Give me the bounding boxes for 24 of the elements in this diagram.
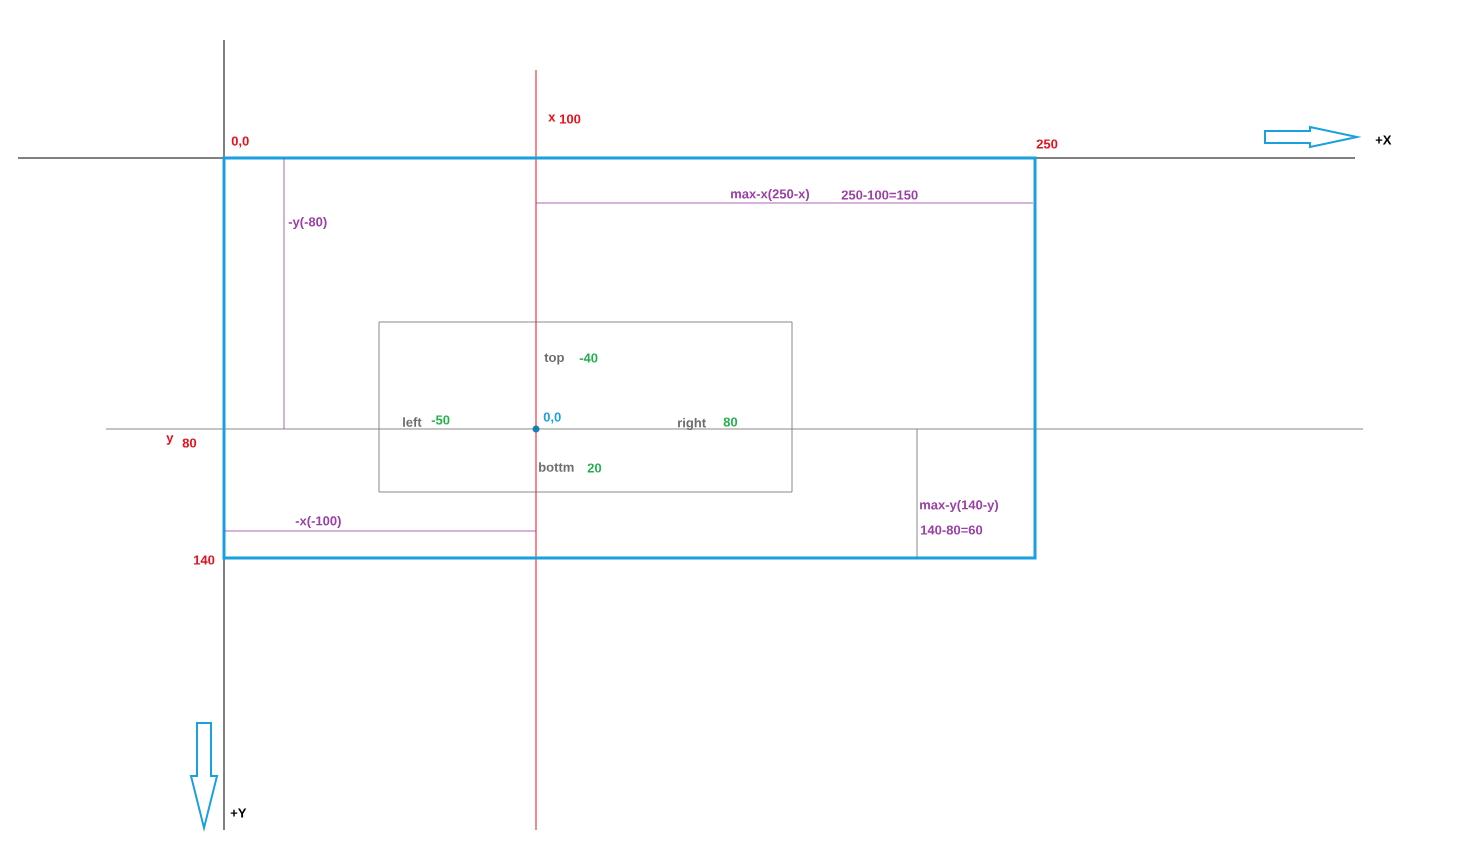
- axis-label: y: [166, 435, 174, 445]
- dimension-label: max-y(140-y): [920, 499, 999, 513]
- axis-label: +X: [1375, 135, 1392, 145]
- axis-label: +Y: [230, 808, 247, 818]
- edge-name-label: top: [544, 353, 564, 365]
- coordinate-label: 80: [182, 438, 197, 448]
- value-label: -40: [579, 353, 598, 363]
- value-label: 80: [723, 417, 738, 427]
- edge-name-label: right: [678, 417, 706, 431]
- coordinate-label: 250: [1036, 139, 1058, 149]
- axis-label: x: [548, 114, 556, 122]
- coordinate-label: 100: [560, 114, 581, 124]
- coordinate-label: 140: [194, 555, 215, 565]
- dimension-label: -y(-80): [288, 216, 327, 230]
- coordinate-label: 0,0: [231, 136, 249, 148]
- value-label: 20: [587, 463, 602, 473]
- dimension-label: -x(-100): [295, 515, 341, 529]
- dimension-label: max-x(250-x): [731, 188, 810, 202]
- origin-label: 0,0: [543, 412, 561, 424]
- dimension-label: 250-100=150: [841, 190, 918, 200]
- edge-name-label: left: [403, 417, 422, 427]
- dimension-label: 140-80=60: [921, 525, 983, 535]
- edge-name-label: bottm: [539, 462, 574, 472]
- value-label: -50: [431, 415, 450, 425]
